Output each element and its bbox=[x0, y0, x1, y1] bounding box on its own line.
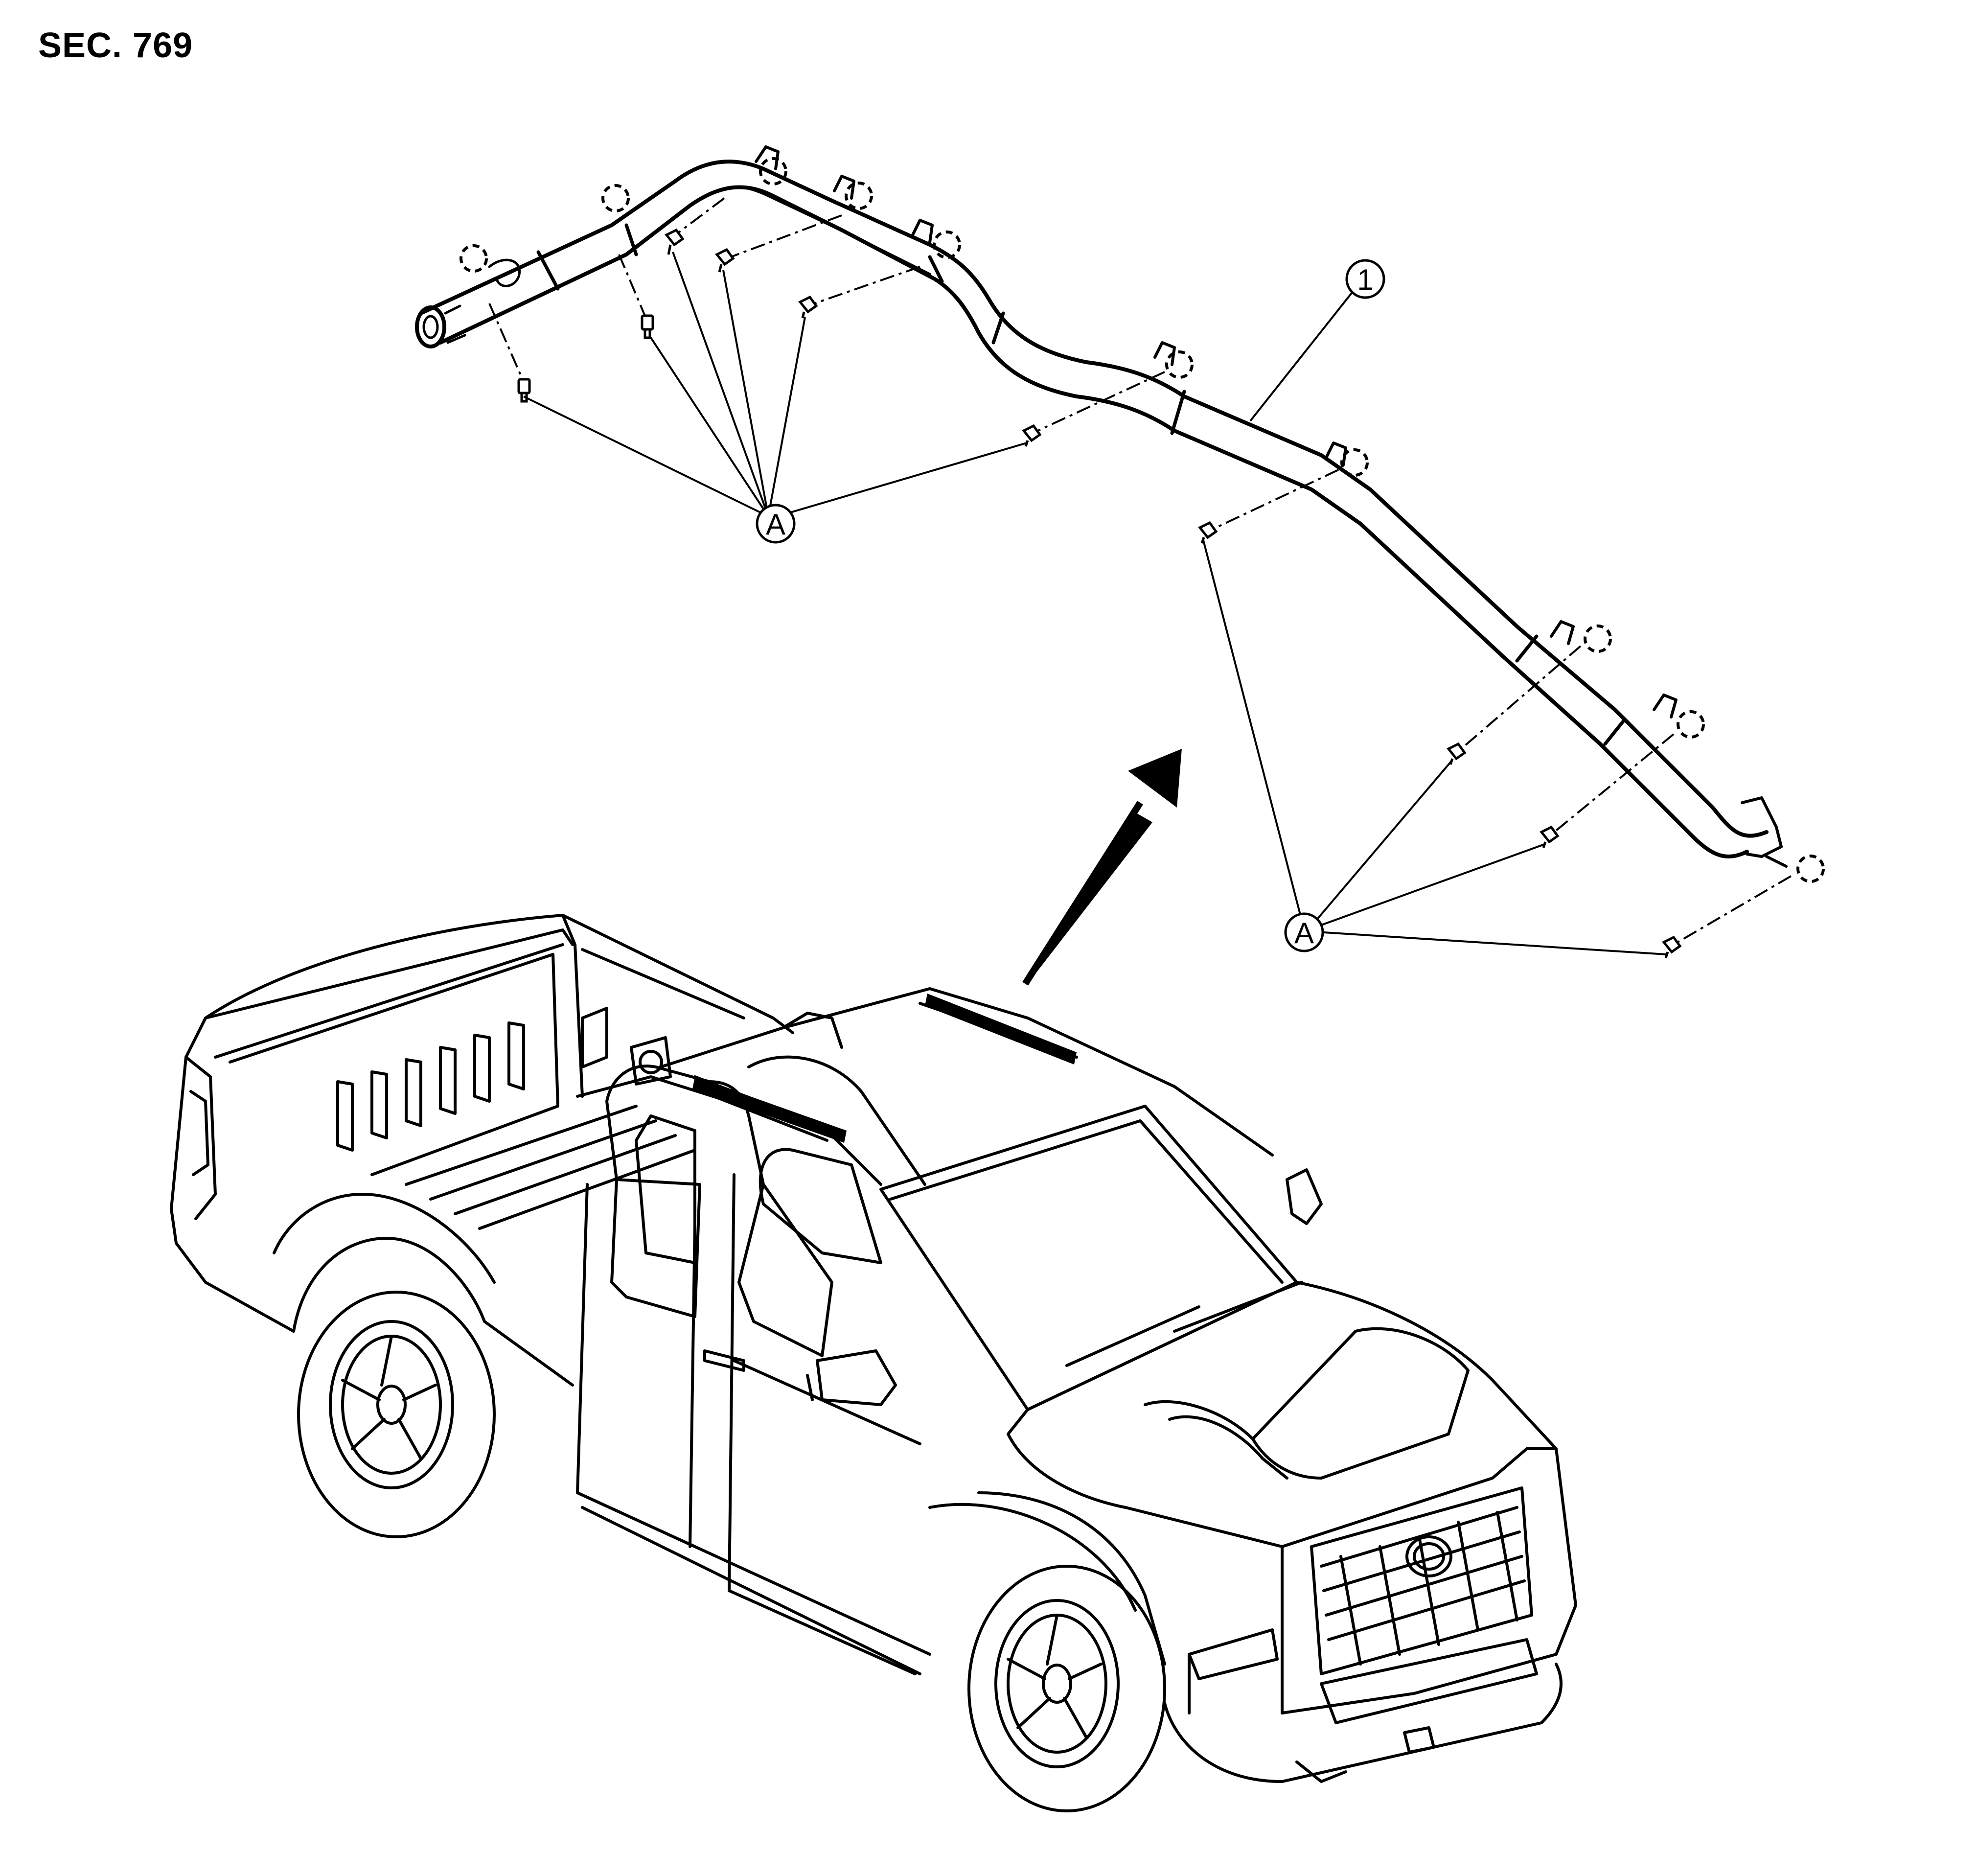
clip-marker bbox=[1677, 710, 1705, 739]
clip-marker bbox=[1796, 855, 1825, 883]
callout-fastener-lower: A bbox=[1284, 912, 1324, 952]
bolt-icon bbox=[517, 378, 531, 403]
clip-marker bbox=[933, 231, 961, 259]
bolt-icon bbox=[715, 248, 735, 273]
roof-rails bbox=[692, 994, 1077, 1143]
clip-marker bbox=[460, 244, 488, 273]
fastener-label-upper: A bbox=[766, 508, 785, 541]
callout-part-1: 1 bbox=[1345, 259, 1385, 299]
clip-marker bbox=[601, 184, 630, 212]
location-arrow bbox=[1022, 749, 1182, 986]
clip-marker bbox=[1584, 625, 1612, 653]
clip-marker bbox=[1340, 448, 1369, 477]
callout-fastener-upper: A bbox=[756, 504, 796, 544]
part-number-label: 1 bbox=[1357, 263, 1373, 296]
bolts bbox=[517, 228, 1682, 958]
section-number: SEC. 769 bbox=[38, 26, 193, 65]
clip-marker bbox=[845, 182, 873, 210]
bolt-icon bbox=[798, 295, 818, 319]
fastener-label-lower: A bbox=[1294, 917, 1314, 950]
clip-locations bbox=[460, 157, 1825, 883]
pickup-truck bbox=[170, 914, 1577, 1812]
curtain-airbag-module bbox=[415, 145, 1788, 868]
clip-marker bbox=[1165, 350, 1194, 379]
bolt-icon bbox=[641, 314, 654, 339]
clip-marker bbox=[759, 157, 787, 185]
bolt-icon bbox=[665, 228, 685, 255]
bolt-icon bbox=[1662, 935, 1682, 958]
leader-lines bbox=[523, 252, 1667, 955]
bolt-install-paths bbox=[488, 197, 1792, 946]
